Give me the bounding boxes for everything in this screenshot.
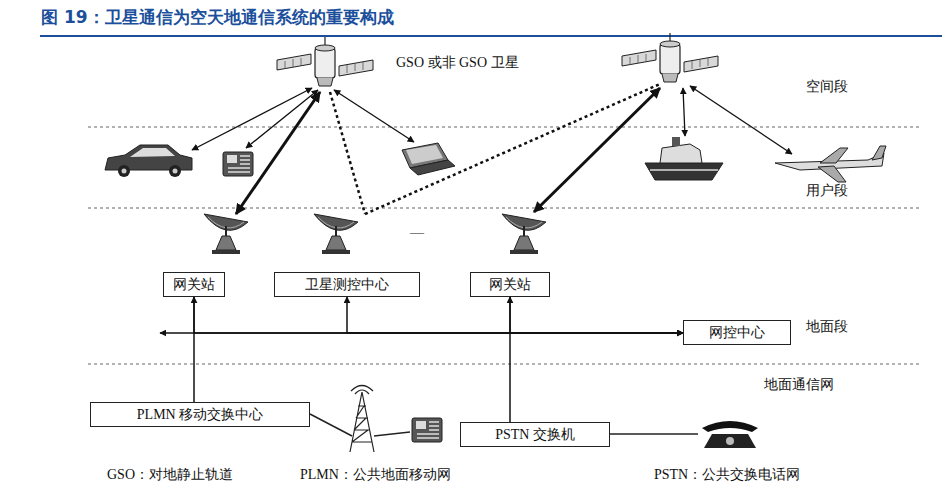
box-label: 网关站: [477, 275, 543, 294]
abbreviation-note: GSO：对地静止轨道: [107, 466, 233, 484]
link-line: [347, 297, 683, 333]
station-box: 网控中心: [683, 320, 791, 345]
box-label: 网关站: [170, 275, 218, 294]
station-box: 网关站: [163, 272, 225, 297]
figure-title: 图 19：卫星通信为空天地通信系统的重要构成: [41, 6, 394, 29]
box-label: PLMN 移动交换中心: [97, 405, 303, 424]
box-label: 网控中心: [690, 323, 784, 342]
link-line: [193, 297, 195, 402]
station-box: PSTN 交换机: [460, 422, 610, 447]
link-line: [509, 297, 511, 422]
box-label: 卫星测控中心: [281, 275, 413, 294]
station-box: 卫星测控中心: [274, 272, 420, 297]
segment-label: 用户段: [806, 182, 848, 200]
station-box: PLMN 移动交换中心: [90, 402, 310, 427]
dash-mark: —: [410, 224, 424, 242]
abbreviation-note: PLMN：公共地面移动网: [300, 466, 451, 484]
segment-label: 地面段: [806, 318, 848, 336]
link-line: [510, 297, 683, 333]
box-label: PSTN 交换机: [467, 425, 603, 444]
satellite-label: GSO 或非 GSO 卫星: [396, 54, 519, 72]
segment-label: 地面通信网: [764, 376, 834, 394]
station-box: 网关站: [470, 272, 550, 297]
segment-label: 空间段: [806, 78, 848, 96]
link-line: [194, 297, 683, 333]
abbreviation-note: PSTN：公共交换电话网: [654, 466, 800, 484]
